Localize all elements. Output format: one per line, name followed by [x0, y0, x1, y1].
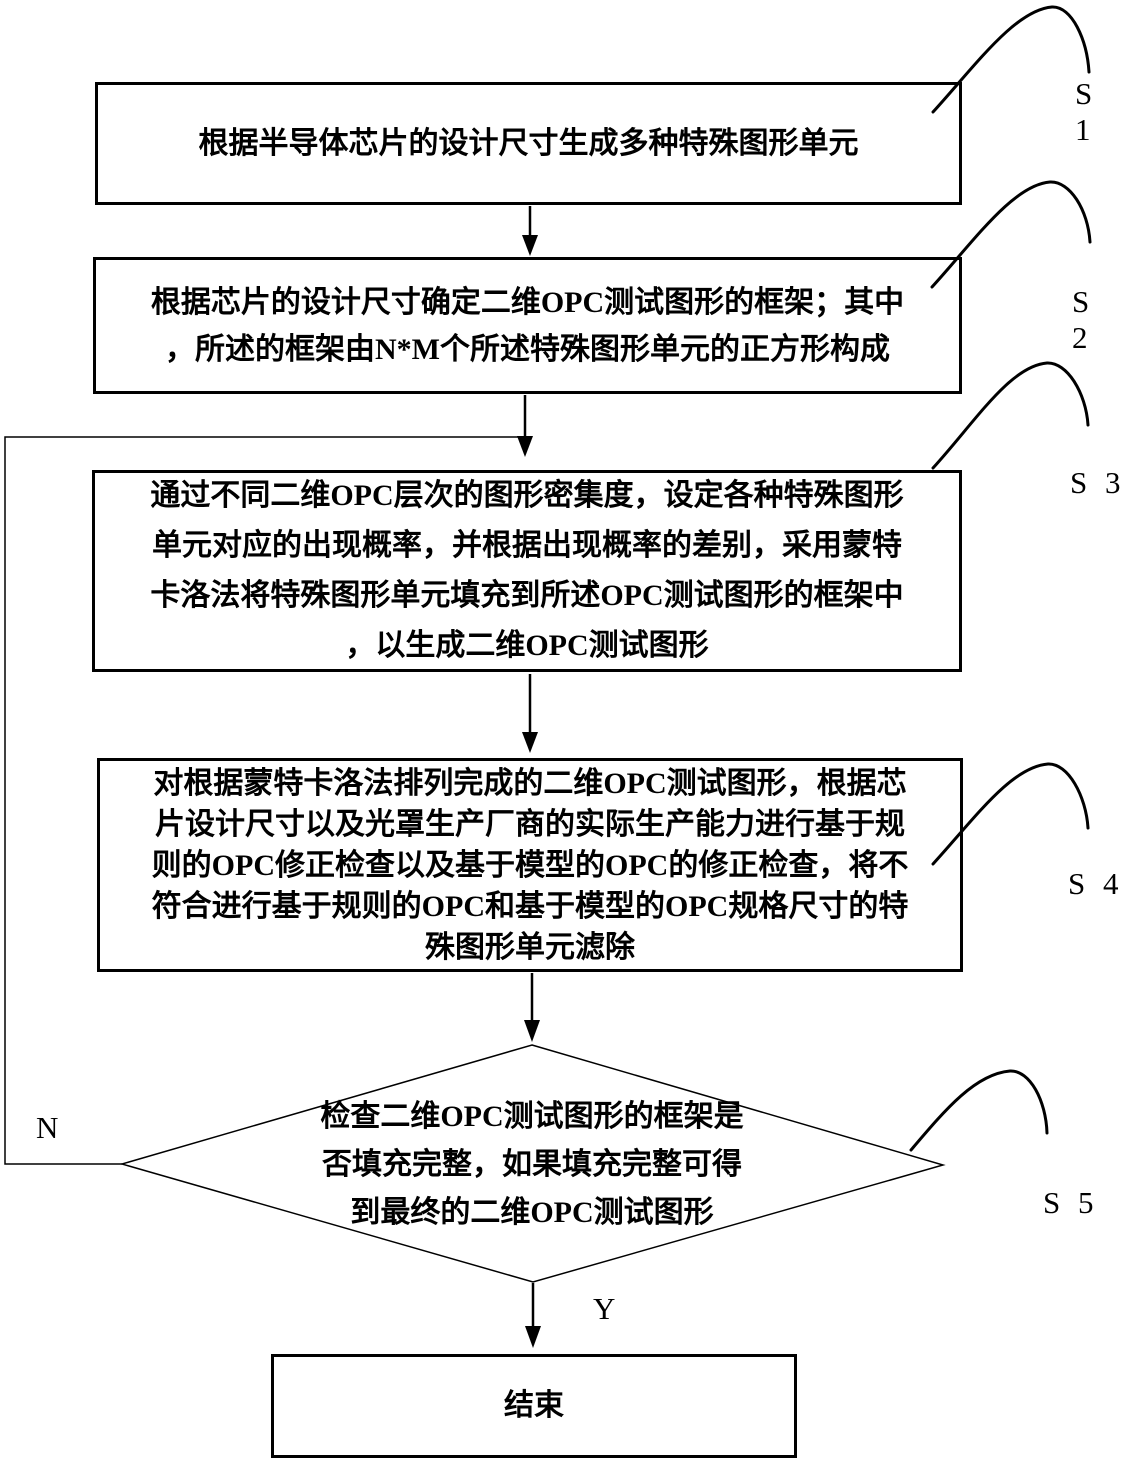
step-box-3: 通过不同二维OPC层次的图形密集度，设定各种特殊图形 单元对应的出现概率，并根据…	[92, 470, 962, 672]
step-text-3: 通过不同二维OPC层次的图形密集度，设定各种特殊图形 单元对应的出现概率，并根据…	[150, 479, 904, 662]
flow-arrow-3-head	[522, 732, 538, 753]
end-box: 结束	[271, 1354, 797, 1458]
step-label-s5: S 5	[1043, 1185, 1099, 1220]
step-text-2: 根据芯片的设计尺寸确定二维OPC测试图形的框架；其中 ，所述的框架由N*M个所述…	[150, 285, 905, 366]
step-text-4: 对根据蒙特卡洛法排列完成的二维OPC测试图形，根据芯 片设计尺寸以及光罩生产厂商…	[151, 766, 909, 964]
step-label-s4: S 4	[1068, 866, 1124, 901]
step-box-4: 对根据蒙特卡洛法排列完成的二维OPC测试图形，根据芯 片设计尺寸以及光罩生产厂商…	[97, 758, 963, 972]
end-text: 结束	[504, 1389, 564, 1422]
branch-label-no: N	[36, 1110, 59, 1145]
step-box-2: 根据芯片的设计尺寸确定二维OPC测试图形的框架；其中 ，所述的框架由N*M个所述…	[93, 257, 962, 394]
decision-text: 检查二维OPC测试图形的框架是 否填充完整，如果填充完整可得 到最终的二维OPC…	[320, 1100, 744, 1229]
flow-arrow-1-head	[522, 235, 538, 256]
flow-arrow-5-head	[525, 1326, 541, 1348]
step-text-1: 根据半导体芯片的设计尺寸生成多种特殊图形单元	[198, 126, 859, 160]
reference-curve-s5	[909, 1069, 1049, 1152]
step-box-1: 根据半导体芯片的设计尺寸生成多种特殊图形单元	[95, 82, 962, 205]
step-label-s3: S 3	[1070, 465, 1126, 500]
flow-arrow-2-head	[517, 436, 533, 457]
flow-arrow-4-head	[524, 1020, 540, 1042]
step-label-s2: S 2	[1072, 284, 1095, 355]
step-label-s1: S 1	[1075, 76, 1098, 147]
branch-label-yes: Y	[593, 1291, 616, 1326]
